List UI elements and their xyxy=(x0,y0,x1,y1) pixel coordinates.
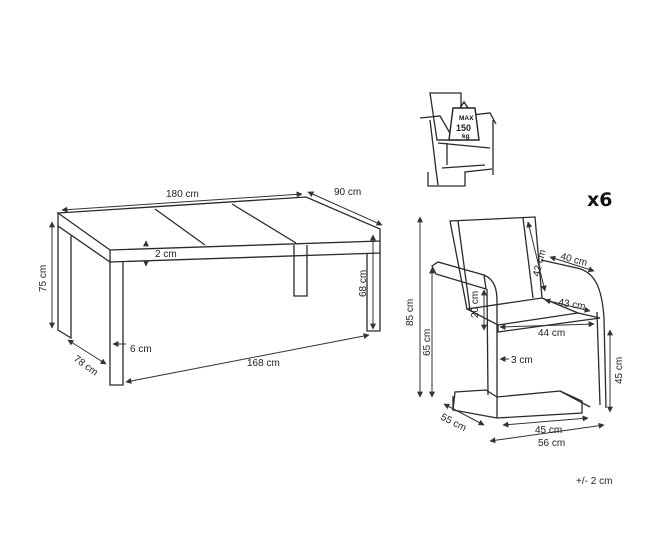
label-table-length: 180 cm xyxy=(166,189,199,200)
label-seat-width: 44 cm xyxy=(538,328,565,339)
label-armrest-gap: 20 cm xyxy=(470,291,481,318)
max-load-line3: kg xyxy=(462,133,470,140)
label-seat-depth: 43 cm xyxy=(557,297,586,313)
overall-width-line xyxy=(489,422,605,444)
label-seat-height: 45 cm xyxy=(614,357,625,384)
back-height-line xyxy=(526,221,547,292)
left-armrest xyxy=(431,261,487,290)
table-width-line xyxy=(307,191,383,226)
table-dimension-labels: 180 cm 90 cm 75 cm 2 cm 68 cm 6 cm 168 c… xyxy=(38,187,369,378)
label-chair-total-height: 85 cm xyxy=(405,299,416,326)
table-depth-line xyxy=(67,339,107,365)
chair-dimension-labels: 85 cm 65 cm 42 cm 40 cm 43 cm 44 cm 20 c… xyxy=(405,249,625,449)
label-back-width: 40 cm xyxy=(559,251,588,269)
large-chair-drawing xyxy=(431,216,607,419)
seat-width-line xyxy=(499,321,595,330)
seat-depth-line xyxy=(544,298,591,313)
quantity-label: x6 xyxy=(587,189,612,211)
label-inner-length: 168 cm xyxy=(247,358,280,369)
table-length-line xyxy=(61,191,303,213)
max-load-line2: 150 xyxy=(456,123,471,133)
label-frame-width: 3 cm xyxy=(511,355,533,366)
label-table-width: 90 cm xyxy=(334,187,361,198)
tolerance-note: +/- 2 cm xyxy=(576,476,612,487)
max-load-line1: MAX xyxy=(459,115,474,122)
small-chair-drawing: MAX 150 kg xyxy=(419,92,497,187)
label-top-thickness: 2 cm xyxy=(155,249,177,260)
back-width-line xyxy=(549,255,595,273)
chair-dimensions xyxy=(417,216,613,444)
label-back-height: 42 cm xyxy=(531,249,548,278)
table-dimensions xyxy=(49,191,383,384)
base-width-line xyxy=(502,415,589,428)
label-table-height: 75 cm xyxy=(38,265,49,292)
label-overall-width: 56 cm xyxy=(538,438,565,449)
table-drawing xyxy=(56,196,381,386)
base-depth-line xyxy=(443,403,485,426)
label-armrest-height: 65 cm xyxy=(422,329,433,356)
label-base-width: 45 cm xyxy=(535,425,562,436)
label-leg-width: 6 cm xyxy=(130,344,152,355)
inner-length-line xyxy=(125,333,370,384)
label-base-depth: 55 cm xyxy=(439,412,468,434)
label-inner-height: 68 cm xyxy=(358,270,369,297)
